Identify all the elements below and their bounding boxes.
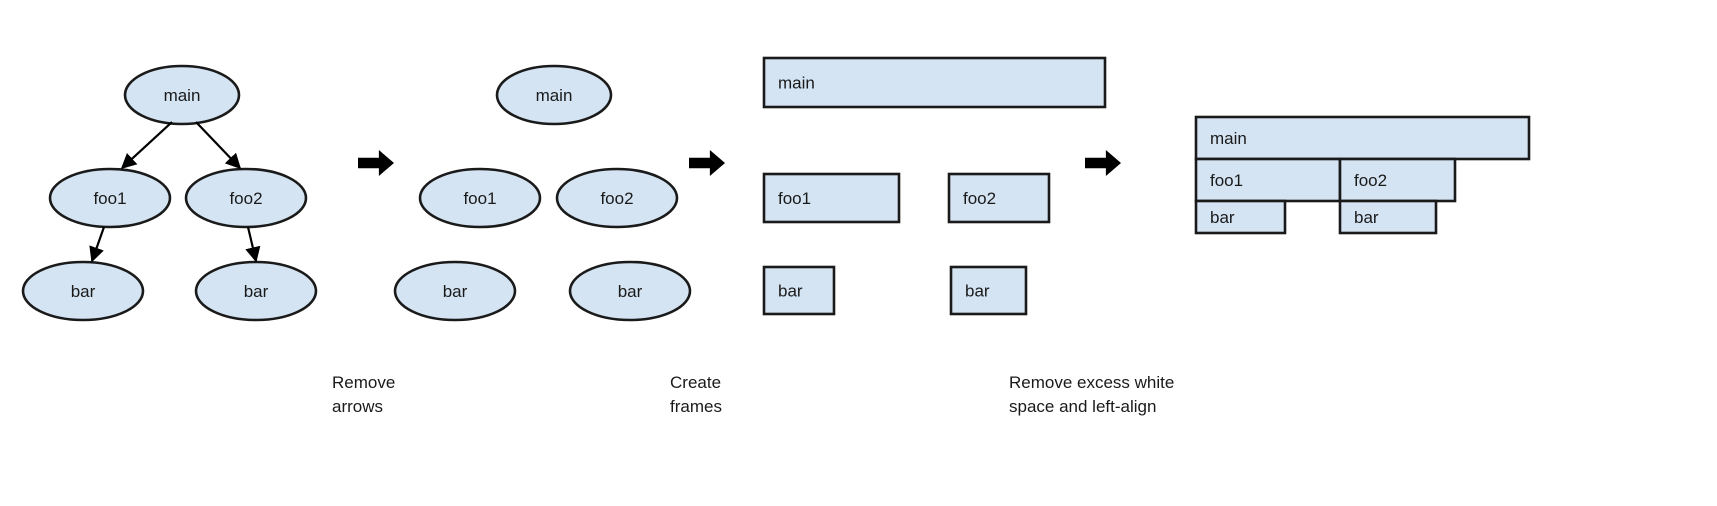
node-bar-panel-no-arrows[interactable]: bar xyxy=(568,260,692,322)
node-label: foo1 xyxy=(1210,171,1243,190)
frame-rect[interactable] xyxy=(947,172,1051,224)
node-label: foo1 xyxy=(463,189,496,208)
transition-arrow-2-icon xyxy=(689,150,725,176)
node-bar-panel-frames[interactable]: bar xyxy=(949,265,1028,316)
ellipse-shape[interactable] xyxy=(555,167,679,229)
node-foo1-panel-frames[interactable]: foo1 xyxy=(762,172,901,224)
edge-foo2-to-bar xyxy=(245,226,261,263)
node-label: main xyxy=(778,74,815,93)
ellipse-shape[interactable] xyxy=(21,260,145,322)
frame-rect[interactable] xyxy=(1194,115,1531,161)
node-bar-panel-frames[interactable]: bar xyxy=(762,265,836,316)
frame-rect[interactable] xyxy=(762,172,901,224)
node-bar-panel-flamegraph[interactable]: bar xyxy=(1194,199,1287,235)
frame-rect[interactable] xyxy=(949,265,1028,316)
frame-rect[interactable] xyxy=(762,56,1107,109)
node-label: foo2 xyxy=(229,189,262,208)
node-bar-panel-no-arrows[interactable]: bar xyxy=(393,260,517,322)
node-label: main xyxy=(164,86,201,105)
node-label: main xyxy=(536,86,573,105)
node-foo2-panel-frames[interactable]: foo2 xyxy=(947,172,1051,224)
ellipse-shape[interactable] xyxy=(495,64,613,126)
panel-frames-as-rectangles: main foo1 foo2 bar bar xyxy=(762,56,1107,316)
node-label: bar xyxy=(1354,208,1379,227)
node-bar-panel-call-tree[interactable]: bar xyxy=(21,260,145,322)
ellipse-shape[interactable] xyxy=(184,167,308,229)
caption-line-2: arrows xyxy=(332,397,384,416)
node-label: foo2 xyxy=(963,189,996,208)
node-main-panel-flamegraph[interactable]: main xyxy=(1194,115,1531,161)
caption-line-2: space and left-align xyxy=(1009,397,1157,416)
node-foo2-panel-flamegraph[interactable]: foo2 xyxy=(1338,157,1457,203)
edge-main-to-foo1 xyxy=(120,121,173,170)
caption-create-frames: Create frames xyxy=(670,371,722,419)
node-foo2-panel-no-arrows[interactable]: foo2 xyxy=(555,167,679,229)
node-main-panel-frames[interactable]: main xyxy=(762,56,1107,109)
node-label: foo1 xyxy=(93,189,126,208)
node-label: foo1 xyxy=(778,189,811,208)
edges-group xyxy=(89,121,261,263)
transition-arrows-group xyxy=(358,150,1121,176)
frame-rect[interactable] xyxy=(762,265,836,316)
panel-call-tree-without-arrows: main foo1 foo2 bar bar xyxy=(393,64,692,322)
node-main-panel-no-arrows[interactable]: main xyxy=(495,64,613,126)
caption-remove-arrows: Remove arrows xyxy=(332,371,395,419)
node-label: bar xyxy=(71,282,96,301)
node-label: bar xyxy=(778,282,803,301)
node-foo2-panel-call-tree[interactable]: foo2 xyxy=(184,167,308,229)
transition-arrow-1-icon xyxy=(358,150,394,176)
transition-arrow-3-icon xyxy=(1085,150,1121,176)
node-label: bar xyxy=(244,282,269,301)
ellipse-shape[interactable] xyxy=(48,167,172,229)
node-bar-panel-call-tree[interactable]: bar xyxy=(194,260,318,322)
ellipse-shape[interactable] xyxy=(393,260,517,322)
caption-remove-whitespace: Remove excess white space and left-align xyxy=(1009,371,1174,419)
edge-main-to-foo2 xyxy=(195,121,242,170)
edge-foo1-to-bar xyxy=(89,226,106,263)
caption-line-2: frames xyxy=(670,397,722,416)
node-label: bar xyxy=(1210,208,1235,227)
node-label: main xyxy=(1210,129,1247,148)
panel-call-tree-with-arrows: main foo1 foo2 bar bar xyxy=(21,64,318,322)
caption-line-1: Remove xyxy=(332,373,396,392)
panel-stacked-flame-graph: main foo1 foo2 bar bar xyxy=(1194,115,1531,235)
ellipse-shape[interactable] xyxy=(123,64,241,126)
frame-rect[interactable] xyxy=(1338,199,1438,235)
node-label: bar xyxy=(618,282,643,301)
frame-rect[interactable] xyxy=(1194,157,1342,203)
node-foo1-panel-no-arrows[interactable]: foo1 xyxy=(418,167,542,229)
node-main-panel-call-tree[interactable]: main xyxy=(123,64,241,126)
node-label: bar xyxy=(443,282,468,301)
node-label: bar xyxy=(965,282,990,301)
node-foo1-panel-call-tree[interactable]: foo1 xyxy=(48,167,172,229)
frame-rect[interactable] xyxy=(1194,199,1287,235)
caption-line-1: Remove excess white xyxy=(1009,373,1175,392)
caption-line-1: Create xyxy=(670,373,722,392)
node-label: foo2 xyxy=(1354,171,1387,190)
node-foo1-panel-flamegraph[interactable]: foo1 xyxy=(1194,157,1342,203)
ellipse-shape[interactable] xyxy=(568,260,692,322)
node-bar-panel-flamegraph[interactable]: bar xyxy=(1338,199,1438,235)
node-label: foo2 xyxy=(600,189,633,208)
ellipse-shape[interactable] xyxy=(418,167,542,229)
